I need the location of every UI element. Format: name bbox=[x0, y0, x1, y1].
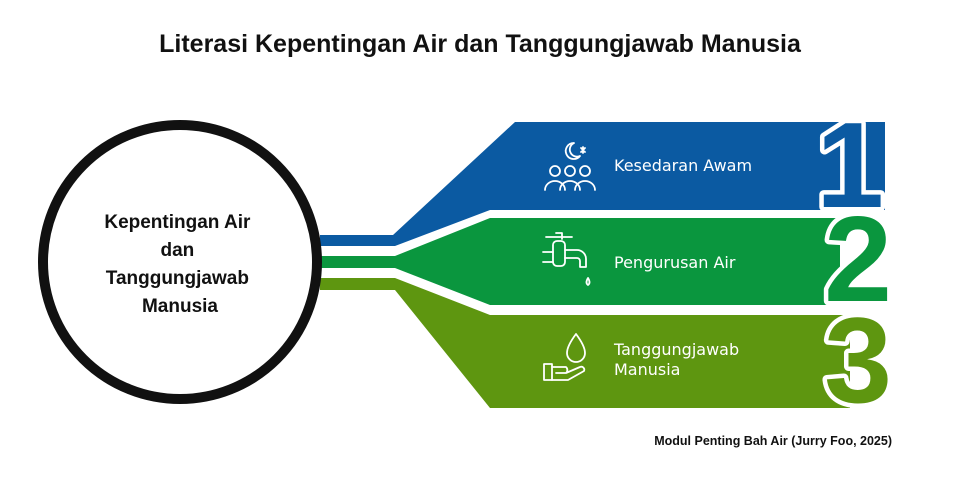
item-label-1: Kesedaran Awam bbox=[614, 156, 752, 175]
item-label-2: Pengurusan Air bbox=[614, 253, 736, 272]
hand-water-drop-icon bbox=[543, 333, 586, 381]
band-1 bbox=[320, 122, 885, 246]
source-citation: Modul Penting Bah Air (Jurry Foo, 2025) bbox=[654, 434, 892, 448]
page-title: Literasi Kepentingan Air dan Tanggungjaw… bbox=[159, 30, 802, 58]
band-3 bbox=[320, 278, 850, 408]
center-label: Kepentingan Air dan Tanggungjawab Manusi… bbox=[104, 212, 255, 317]
water-tap-icon bbox=[542, 232, 591, 286]
number-2: 2 bbox=[824, 191, 892, 327]
number-3: 3 bbox=[824, 292, 892, 428]
community-moon-icon bbox=[544, 142, 596, 191]
center-circle bbox=[38, 120, 322, 404]
item-label-3: Tanggungjawab Manusia bbox=[613, 340, 744, 379]
number-1: 1 bbox=[816, 97, 884, 233]
